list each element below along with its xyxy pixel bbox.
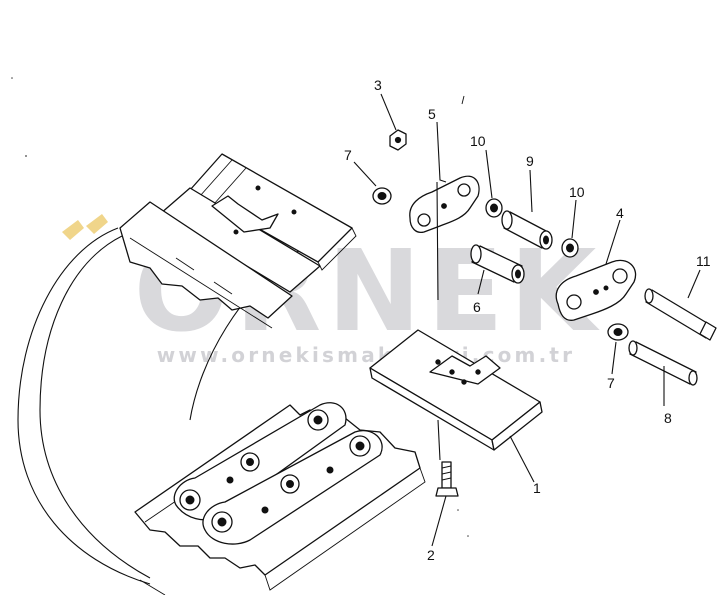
part-seal-right [561,238,579,258]
master-link-5-bolt-hole [441,203,447,209]
part-master-link-5 [409,175,480,234]
track-shoe-bolt-hole [449,369,455,375]
master-link-4-bore [566,294,582,310]
master-link-4-bore [612,268,628,284]
leader-4 [605,219,621,265]
callout-labels: 1 2 3 5 7 10 9 10 4 6 11 7 8 [344,77,711,563]
callout-7-upper: 7 [344,147,352,163]
callout-4: 4 [616,205,624,221]
leader-11 [687,269,701,299]
callout-1: 1 [533,480,541,496]
track-shoe-grouser [429,355,501,385]
callout-2: 2 [427,547,435,563]
chain-bolt [226,476,234,484]
upper-track-shoes [119,153,357,329]
callout-6: 6 [473,299,481,315]
shoe-bolt-hole [233,229,239,235]
part-pin [628,340,698,386]
track-loop-outer-left [17,227,151,585]
chain-pin-hole [313,415,323,425]
track-shoe-bolt-hole [461,379,467,385]
watermark-url: www.ornekismakinlari.com.tr [157,343,575,367]
upper-shoe-3 [119,201,293,319]
shoe-bolt-hole [255,185,261,191]
leader-7b [611,341,617,375]
watermark-accent-mark [62,220,84,240]
part-master-link-4 [555,259,637,321]
part-bushing-9 [501,210,553,250]
bushing-6-end [470,244,482,264]
callout-10-right: 10 [569,184,585,200]
track-loop-bottom-edge [139,579,166,595]
part-seal-left [485,198,503,218]
stray-mark [461,95,465,105]
part-spacer-lower [607,323,629,341]
track-shoe-bolt-hole [435,359,441,365]
chain-bolt [261,506,269,514]
callout-8: 8 [664,410,672,426]
part-spacer-upper [372,187,392,205]
leader-9 [529,169,533,213]
callout-9: 9 [526,153,534,169]
callout-5: 5 [428,106,436,122]
track-loop-inner-left [39,235,151,579]
leader-6 [477,269,485,295]
nut-hole [394,136,402,144]
leader-10a [485,149,493,199]
master-link-4-bolt-hole [593,289,599,295]
master-pin-tip [699,321,717,341]
master-link-5-bore [457,183,471,197]
leader-lines [353,93,701,547]
callout-10-left: 10 [470,133,486,149]
upper-shoe-lug [211,195,279,233]
bushing-9-bore [543,235,549,245]
chain-pin-hole [185,495,195,505]
bushing-9-end [501,210,513,230]
spacer-lower-hole [613,328,623,336]
chain-pin-hole [286,480,294,488]
master-link-5-bore [417,213,431,227]
spacer-upper-hole [377,192,387,200]
part-master-pin [644,288,717,341]
callout-11: 11 [696,253,711,269]
leader-10b [571,199,577,239]
upper-shoe-3-detail [129,237,273,329]
lower-chain-assembly [134,402,426,591]
part-bushing-6 [470,244,525,284]
part-track-shoe [369,329,543,451]
chain-pin-hole [355,441,365,451]
leader-2 [431,495,447,547]
leader-5 [436,121,447,183]
watermark-accent-mark [86,214,108,234]
bushing-6-bore [515,269,521,279]
chain-bolt [326,466,334,474]
pin-end [628,340,638,356]
chain-link-upper [173,402,347,521]
seal-left-hole [490,203,498,213]
track-shoe-side-edge [491,401,543,451]
seal-right-hole [566,243,574,253]
callout-3: 3 [374,77,382,93]
leader-1 [509,435,535,483]
callout-7-lower: 7 [607,375,615,391]
leader-5-down [436,181,441,461]
shoe-bolt-hole [291,209,297,215]
pin-end [688,370,698,386]
shoe-bolt-head [435,487,459,497]
shoe-bolt-thread [441,465,452,481]
master-pin-end [644,288,654,304]
leader-3 [380,93,397,131]
part-nut [389,129,407,151]
master-link-4-bolt-hole [603,285,609,291]
chain-pin-hole [246,458,254,466]
track-shoe-bolt-hole [475,369,481,375]
pin-body [629,341,697,385]
chain-pin-hole [217,517,227,527]
part-shoe-bolt [435,461,459,497]
leader-7a [353,161,377,187]
scan-dots [11,77,469,537]
